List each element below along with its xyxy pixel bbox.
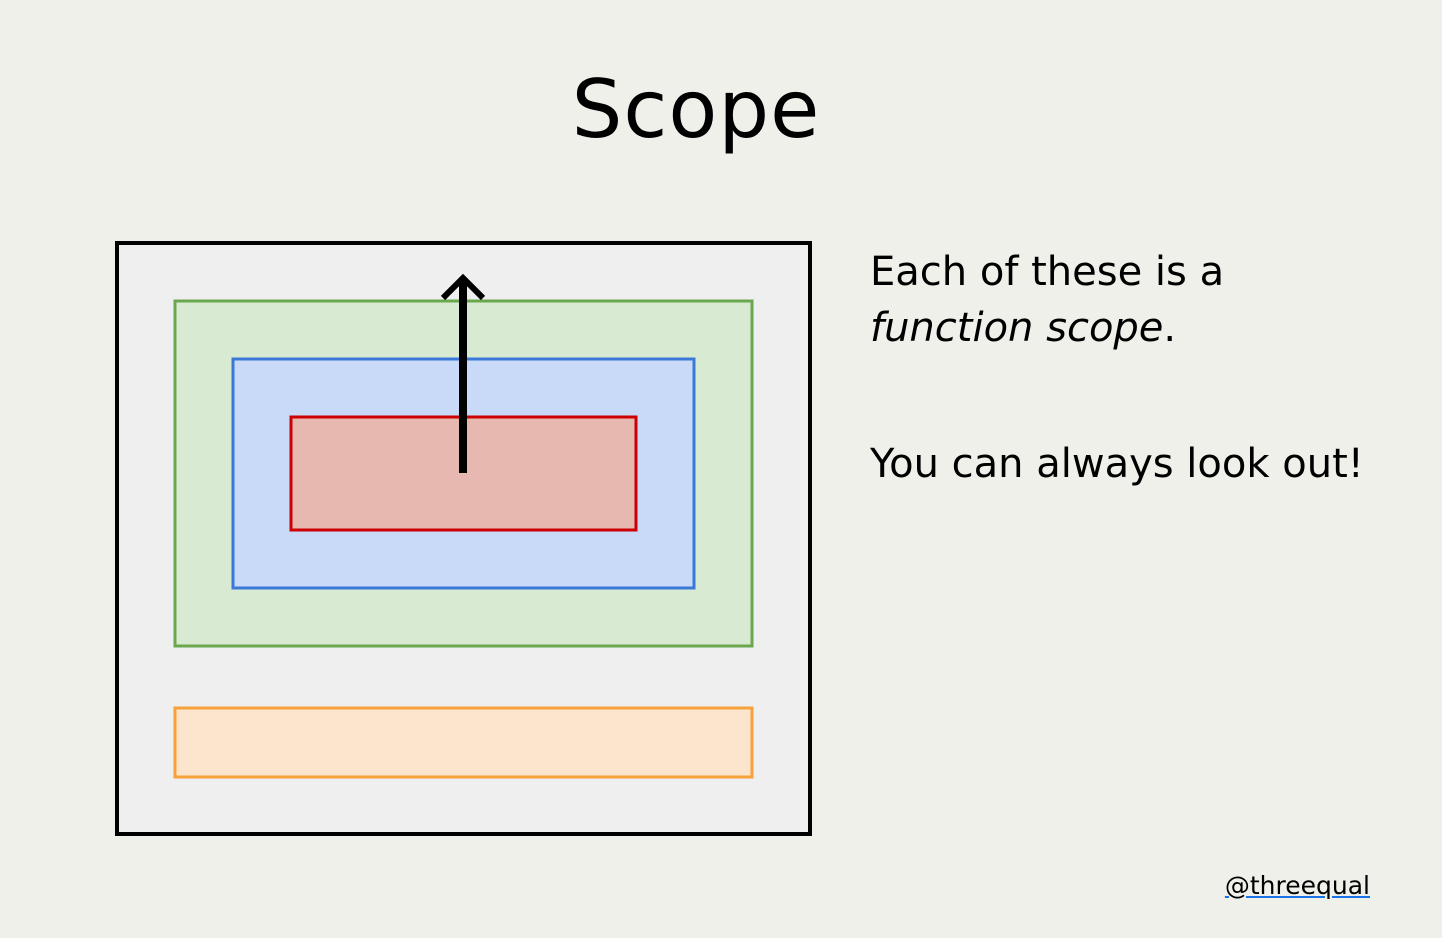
author-handle-link[interactable]: @threequal [1224, 871, 1370, 900]
description-paragraph-2: You can always look out! [870, 441, 1364, 487]
description-line-1: Each of these is a [870, 249, 1225, 295]
up-arrow-icon [440, 273, 486, 473]
description-line-2: function scope. [870, 300, 1390, 356]
orange-scope-box [173, 706, 754, 779]
red-scope-box [289, 415, 638, 532]
description-paragraph-1: Each of these is a function scope. [870, 244, 1390, 356]
slide-title: Scope [571, 63, 821, 156]
function-scope-emphasis: function scope [870, 305, 1164, 351]
description-period: . [1163, 305, 1177, 351]
